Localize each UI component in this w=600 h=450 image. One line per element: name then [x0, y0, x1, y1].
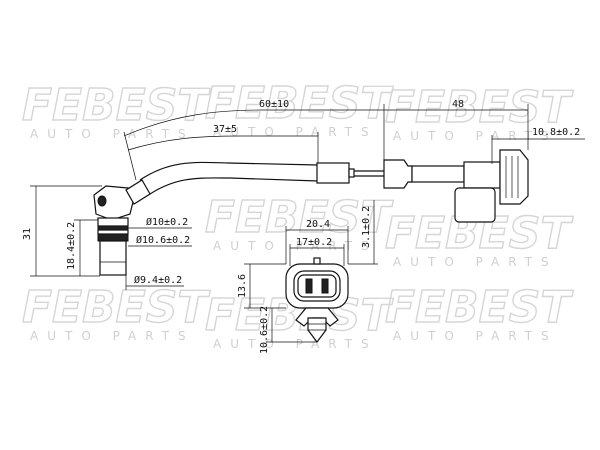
label-pin-spacing: 17±0.2	[296, 237, 332, 248]
sensor-ring	[97, 229, 129, 235]
sensor-head	[93, 179, 151, 276]
label-sleeve-length: 37±5	[213, 124, 237, 135]
watermarks: FEBEST AUTO PARTS FEBEST AUTO PARTS FEBE…	[21, 77, 574, 351]
connector-latch	[454, 187, 496, 223]
connector-head	[499, 149, 529, 205]
grommet-tip	[348, 168, 355, 178]
connector-key	[313, 257, 321, 265]
watermark-brand-8: FEBEST	[385, 282, 573, 333]
watermark-tagline-1: AUTO PARTS	[30, 127, 195, 141]
label-sensor-height: 18.4±0.2	[66, 222, 77, 270]
label-conn-height: 13.6	[237, 274, 248, 298]
sensor-flange	[97, 217, 129, 227]
sensor-oring-2	[97, 233, 129, 242]
connector-pin-2	[321, 278, 329, 294]
connector-body	[463, 161, 501, 189]
connector-pin-1	[305, 278, 313, 294]
label-cable-length: 60±10	[259, 99, 289, 110]
watermark-tagline-2: AUTO PARTS	[213, 125, 378, 139]
sensor-port	[97, 195, 107, 207]
watermark-tagline-3: AUTO PARTS	[393, 129, 558, 143]
sensor-shaft	[99, 240, 127, 276]
dimline-cable-length	[123, 109, 384, 137]
label-total-height: 31	[22, 228, 33, 240]
label-connector-length: 48	[452, 99, 464, 110]
watermark-tagline-7: AUTO PARTS	[213, 337, 378, 351]
label-connector-tip: 10.8±0.2	[532, 127, 580, 138]
dimline-sleeve-length	[127, 135, 318, 151]
connector-barrel	[411, 165, 465, 183]
cable-grommet	[316, 162, 350, 184]
dimension-lines	[30, 104, 585, 343]
label-conn-depth: 3.1±0.2	[361, 206, 372, 248]
label-clip-height: 10.6±0.2	[259, 306, 270, 354]
label-conn-width: 20.4	[306, 219, 330, 230]
watermark-brand-2: FEBEST	[205, 78, 393, 129]
connector-side	[383, 149, 529, 223]
sensor-housing	[93, 185, 135, 221]
connector-face-cavity	[297, 274, 337, 298]
watermark-tagline-8: AUTO PARTS	[393, 329, 558, 343]
watermark-tagline-5: AUTO PARTS	[393, 255, 558, 269]
connector-clip-front	[383, 159, 413, 189]
watermark-brand-4: FEBEST	[205, 192, 393, 243]
sensor-oring-1	[97, 225, 129, 231]
label-dia-10: Ø10±0.2	[146, 216, 188, 228]
watermark-brand-6: FEBEST	[22, 282, 210, 333]
watermark-brand-3: FEBEST	[385, 82, 573, 133]
cable-sleeve-bottom	[149, 177, 319, 195]
watermark-tagline-4: AUTO PARTS	[213, 239, 378, 253]
label-dia-10-6: Ø10.6±0.2	[136, 234, 190, 246]
connector-front-view	[285, 257, 349, 343]
watermark-tagline-6: AUTO PARTS	[30, 329, 195, 343]
label-dia-9-4: Ø9.4±0.2	[134, 274, 182, 286]
cable-sleeve-top	[139, 161, 319, 181]
clip-wings	[295, 307, 339, 327]
watermark-brand-1: FEBEST	[22, 80, 210, 131]
dimension-labels: 60±10 37±5 48 10.8±0.2 31 18.4±0.2 Ø10±0…	[22, 99, 580, 354]
cable	[139, 161, 411, 195]
